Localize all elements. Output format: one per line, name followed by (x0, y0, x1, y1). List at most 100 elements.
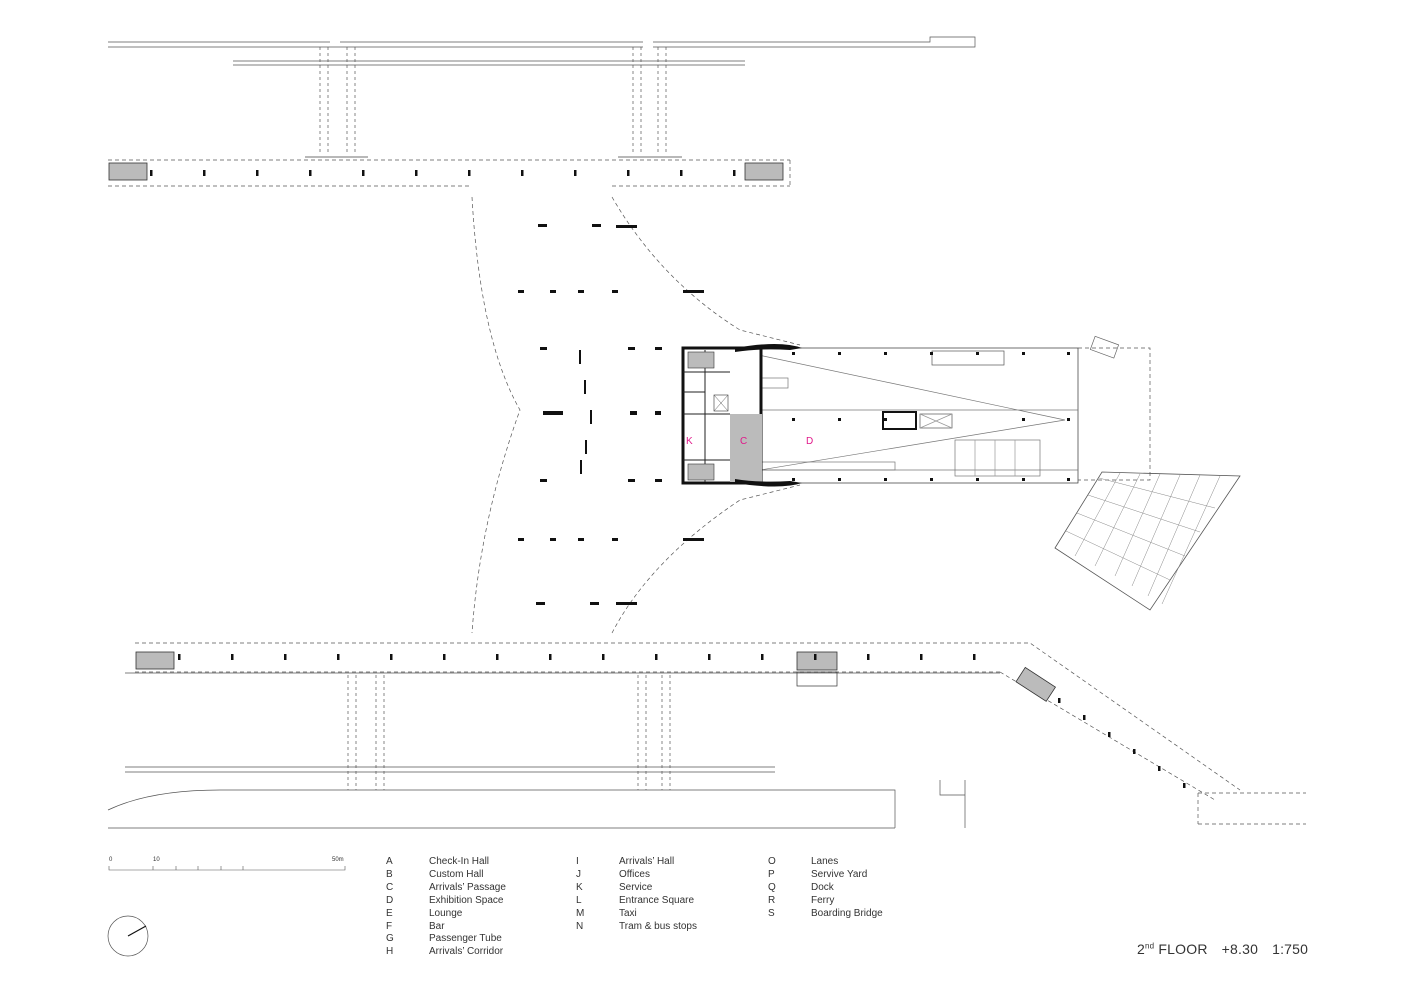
beam (543, 411, 563, 415)
legend-item: J Offices (576, 869, 697, 882)
beam (628, 347, 635, 350)
north-arrow (107, 915, 149, 957)
column (496, 654, 499, 660)
bottom-road-line (125, 766, 775, 773)
room-label-k: K (686, 436, 693, 447)
legend-item: A Check-In Hall (386, 856, 506, 869)
legend-key: D (386, 894, 394, 906)
column (256, 170, 259, 176)
column (884, 352, 887, 355)
check-in-hall-outline (471, 196, 801, 634)
legend-key: Q (768, 881, 776, 893)
column (761, 654, 764, 660)
column (627, 170, 630, 176)
service-core (681, 344, 917, 487)
floor-level: +8.30 (1221, 941, 1259, 957)
floor-word: FLOOR (1158, 941, 1208, 957)
legend-key: G (386, 933, 394, 945)
legend-key: O (768, 856, 776, 867)
bottom-tubes (347, 675, 671, 790)
beam (655, 411, 661, 415)
legend-label: Arrivals’ Corridor (429, 946, 504, 958)
column (337, 654, 340, 660)
screen (585, 440, 587, 454)
floor-number: 2 (1137, 941, 1145, 957)
top-road-line (108, 36, 976, 48)
beam (518, 538, 524, 541)
beam (683, 290, 704, 293)
column (1067, 352, 1070, 355)
beam (683, 538, 704, 541)
column (930, 352, 933, 355)
legend-key: J (576, 868, 581, 880)
legend-label: Tram & bus stops (619, 920, 697, 932)
column (838, 352, 841, 355)
column (521, 170, 524, 176)
beam (616, 225, 637, 228)
legend-label: Service (619, 881, 653, 893)
beam (518, 290, 524, 293)
legend-label: Bar (429, 920, 445, 932)
scale-label-10: 10 (153, 857, 160, 863)
column (231, 654, 234, 660)
legend-key: I (576, 856, 579, 867)
ferry-dock-grid (1054, 471, 1241, 611)
screen (579, 350, 581, 364)
bottom-platform (135, 642, 1241, 801)
column (1067, 418, 1070, 421)
column (920, 654, 923, 660)
legend-label: Exhibition Space (429, 894, 504, 906)
column (792, 352, 795, 355)
scale-label-50m: 50m (332, 857, 344, 863)
column (1083, 715, 1086, 720)
legend-key: B (386, 868, 393, 880)
legend-label: Check-In Hall (429, 856, 490, 867)
beam (655, 347, 662, 350)
legend-label: Passenger Tube (429, 933, 502, 945)
column (362, 170, 365, 176)
column (867, 654, 870, 660)
column (309, 170, 312, 176)
legend-label: Lounge (429, 907, 463, 919)
column (792, 418, 795, 421)
column (415, 170, 418, 176)
column (1022, 352, 1025, 355)
column (838, 418, 841, 421)
legend-key: C (386, 881, 394, 893)
column (1067, 478, 1070, 481)
column (976, 352, 979, 355)
legend-label: Boarding Bridge (811, 907, 883, 919)
column (973, 654, 976, 660)
legend-item: D Exhibition Space (386, 895, 506, 908)
legend-key: A (386, 856, 393, 867)
beam (612, 538, 618, 541)
beam (550, 290, 556, 293)
beam (590, 602, 599, 605)
column (1058, 698, 1061, 703)
legend-key: R (768, 894, 776, 906)
beam (616, 602, 637, 605)
legend-label: Offices (619, 868, 650, 880)
column (976, 478, 979, 481)
legend-label: Entrance Square (619, 894, 695, 906)
drawing-scale: 1:750 (1272, 941, 1309, 957)
column (1022, 478, 1025, 481)
scale-label-0: 0 (109, 857, 113, 863)
screen (584, 380, 586, 394)
room-label-c: C (740, 436, 747, 447)
column (1133, 749, 1136, 754)
